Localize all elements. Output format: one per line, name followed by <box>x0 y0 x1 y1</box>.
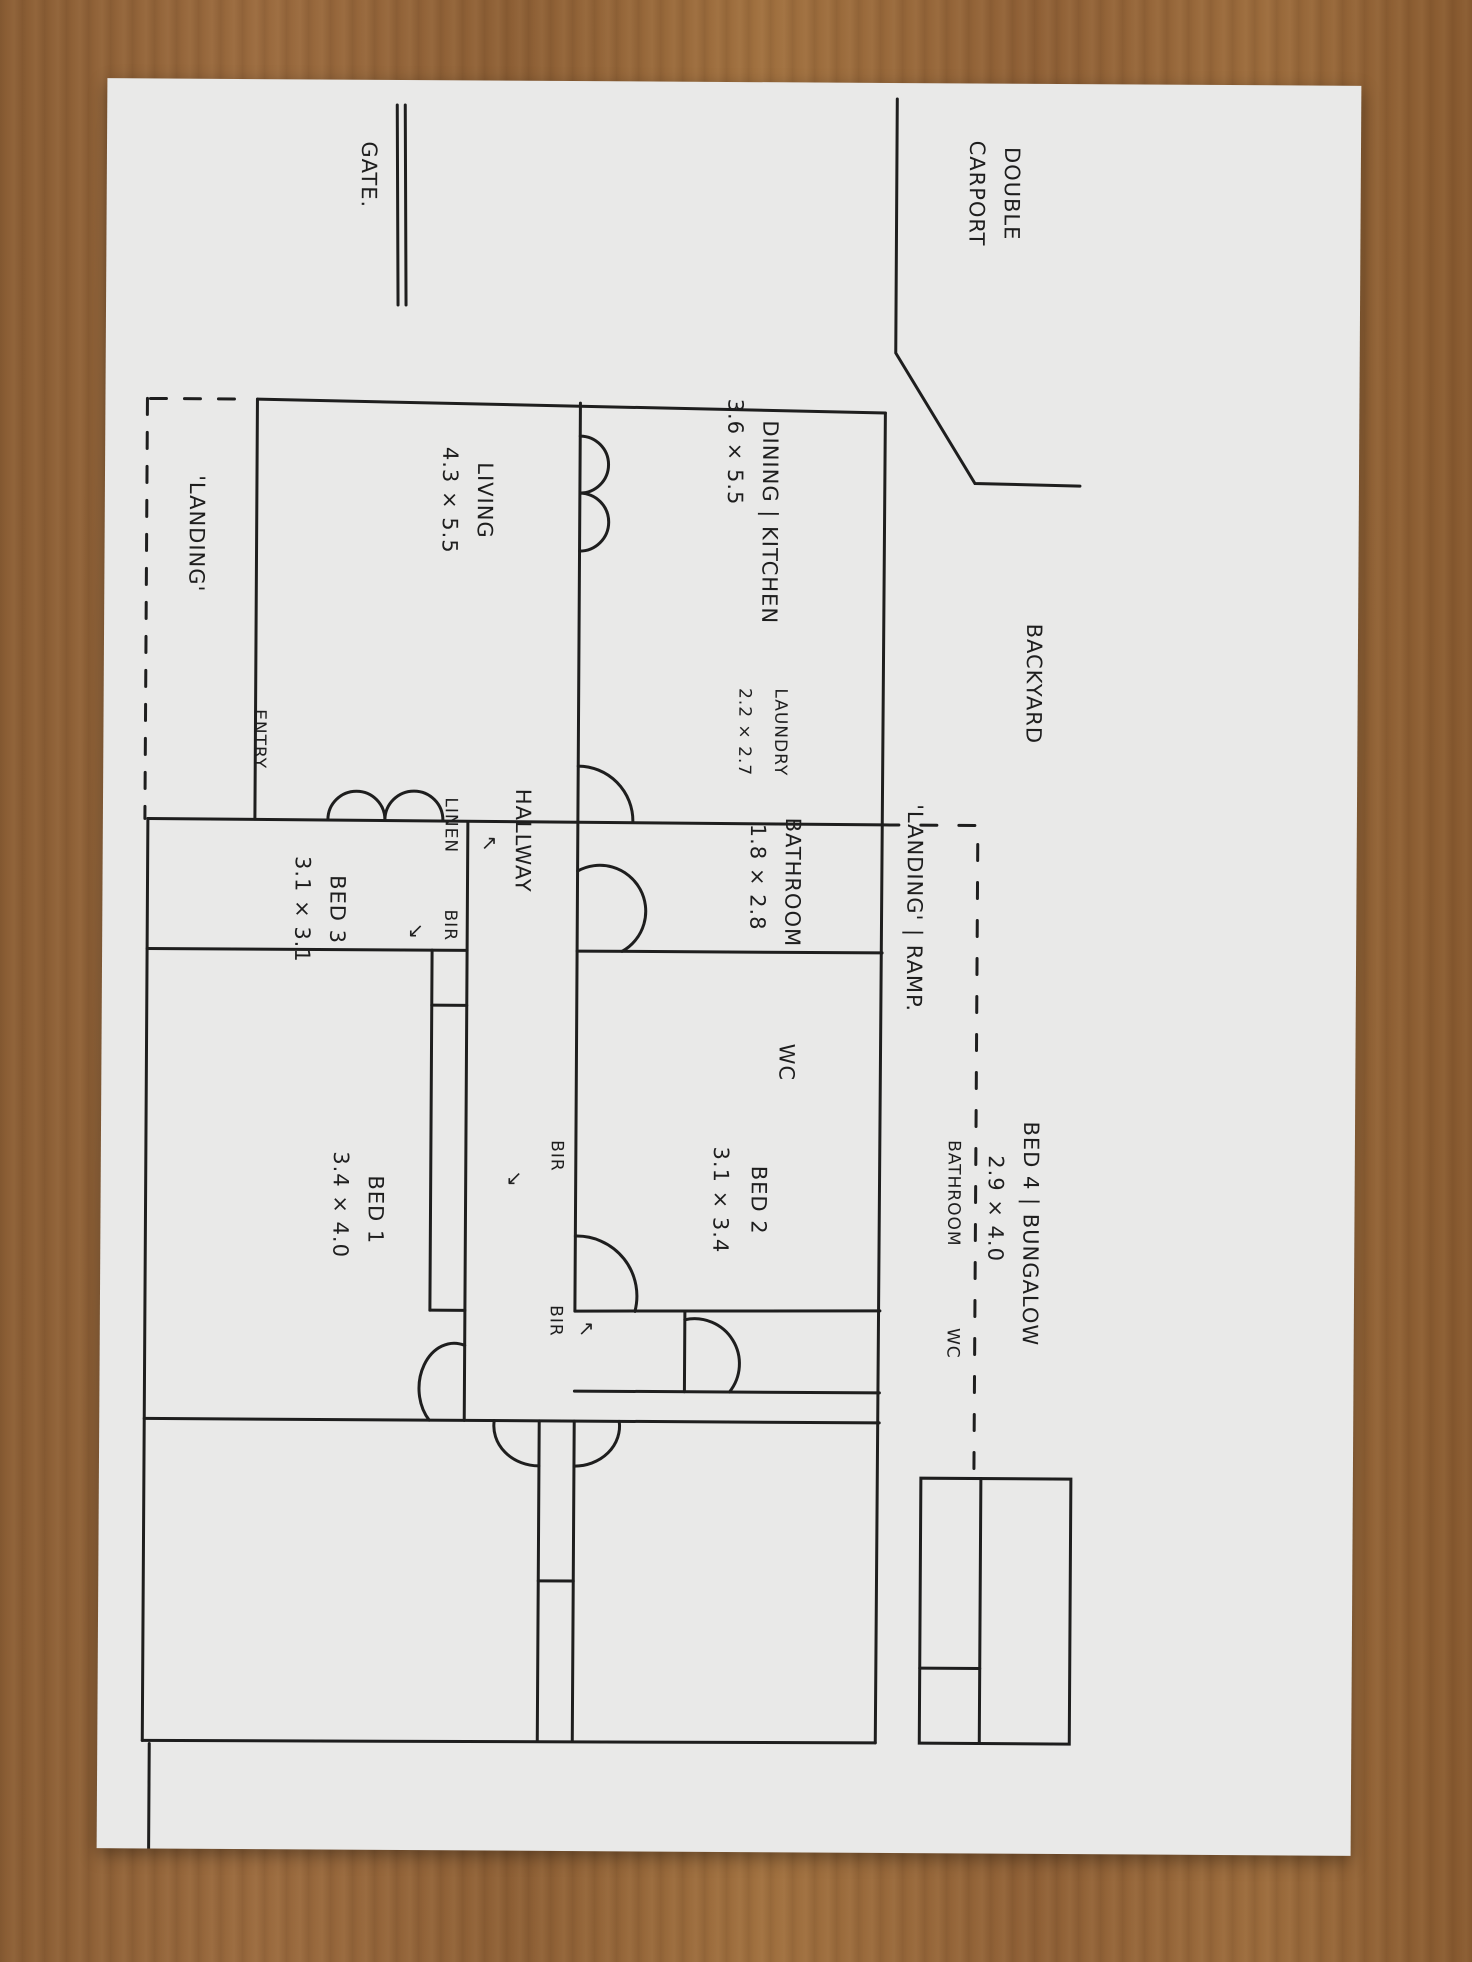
floor-plan-paper: DOUBLE CARPORT GATE. 'LANDING' LIVING 4.… <box>96 78 1362 1856</box>
backyard-label: BACKYARD <box>1021 623 1047 745</box>
bathroom-label: BATHROOM <box>780 817 805 948</box>
wc-label: WC <box>774 1043 799 1082</box>
bed3-label: BED 3 <box>325 875 350 945</box>
bed3-door-arc <box>417 1341 467 1422</box>
bed4-inner-wall <box>977 1477 983 1746</box>
linen-arrow-icon: ↗ <box>480 830 498 855</box>
bir-b-arrow-icon: ↙ <box>505 1165 523 1190</box>
bir-c-arrow-icon: ↗ <box>577 1316 595 1341</box>
bathroom-dim-label: 1.8 × 2.8 <box>745 823 770 931</box>
living-dim-label: 4.3 × 5.5 <box>437 446 463 554</box>
laundry-label: LAUNDRY <box>769 688 791 777</box>
hallway-right-wall <box>573 821 580 1313</box>
bathroom-door-arc <box>573 1234 639 1313</box>
floor-plan-drawing <box>140 97 1082 1850</box>
landing-left-label: 'LANDING' <box>184 475 210 593</box>
living-label: LIVING <box>472 462 498 539</box>
living-dining-wall <box>576 401 582 823</box>
bedrooms-wall <box>142 1416 881 1425</box>
bed4-label: BED 4 | BUNGALOW <box>1017 1121 1044 1347</box>
bed2-door-arc <box>572 1419 622 1468</box>
wc-door-arc <box>683 1317 741 1394</box>
laundry-bathroom-wall <box>575 949 884 955</box>
linen-label: LINEN <box>440 797 461 854</box>
bed4-dim-label: 2.9 × 4.0 <box>983 1155 1008 1263</box>
boundary-line-bottom <box>147 1741 151 1850</box>
bir-arrow-icon: ↙ <box>407 918 425 943</box>
bed4-outline <box>917 1476 1073 1746</box>
living-dining-double-door <box>578 434 611 553</box>
bed4-wc-label: WC <box>942 1327 963 1359</box>
bed4-bathroom-label: BATHROOM <box>943 1140 964 1247</box>
kitchen-door-arc <box>576 764 635 823</box>
gate-line-2 <box>403 103 408 307</box>
bed1-door-arc <box>492 1419 541 1468</box>
bed2-dim-label: 3.1 × 3.4 <box>708 1146 733 1254</box>
dining-kitchen-label: DINING | KITCHEN <box>757 420 783 625</box>
bed1-dim-label: 3.4 × 4.0 <box>328 1151 353 1259</box>
bed1-label: BED 1 <box>363 1175 388 1245</box>
bathroom-bottom-wall <box>573 1309 882 1313</box>
bed2-label: BED 2 <box>746 1165 771 1235</box>
entry-bed3-wall <box>145 946 469 952</box>
hallway-left-wall <box>462 820 470 1422</box>
bir-label-a: BIR <box>439 909 461 942</box>
outer-wall-right <box>873 411 887 1745</box>
bir-label-b: BIR <box>546 1140 567 1172</box>
outer-wall-top <box>255 397 887 415</box>
landing-left-dashed-top <box>148 396 242 401</box>
outer-wall-bottom <box>140 1738 877 1745</box>
entry-label: ENTRY <box>248 709 270 770</box>
landing-ramp-label: 'LANDING' | RAMP. <box>901 804 928 1013</box>
linen-box-left <box>428 948 434 1312</box>
double-carport-label-2: CARPORT <box>964 140 990 247</box>
gate-line-1 <box>395 103 400 307</box>
wall-row-740 <box>146 816 885 827</box>
bir-label-c: BIR <box>545 1305 566 1337</box>
laundry-door-arc <box>576 863 648 953</box>
outer-wall-left-lower <box>140 816 150 1742</box>
living-left-wall <box>253 397 259 821</box>
carport-outline <box>894 97 1082 488</box>
dining-kitchen-dim-label: 3.6 × 5.5 <box>722 398 748 506</box>
laundry-dim-label: 2.2 × 2.7 <box>733 687 755 777</box>
hallway-label: HALLWAY <box>510 788 536 893</box>
double-carport-label: DOUBLE <box>999 146 1025 241</box>
wc-bottom-wall <box>572 1389 881 1395</box>
gate-label: GATE. <box>356 141 382 209</box>
bed3-dim-label: 3.1 × 3.1 <box>290 855 315 963</box>
landing-left-dashed-vertical <box>143 396 149 820</box>
entry-double-door <box>326 789 445 822</box>
